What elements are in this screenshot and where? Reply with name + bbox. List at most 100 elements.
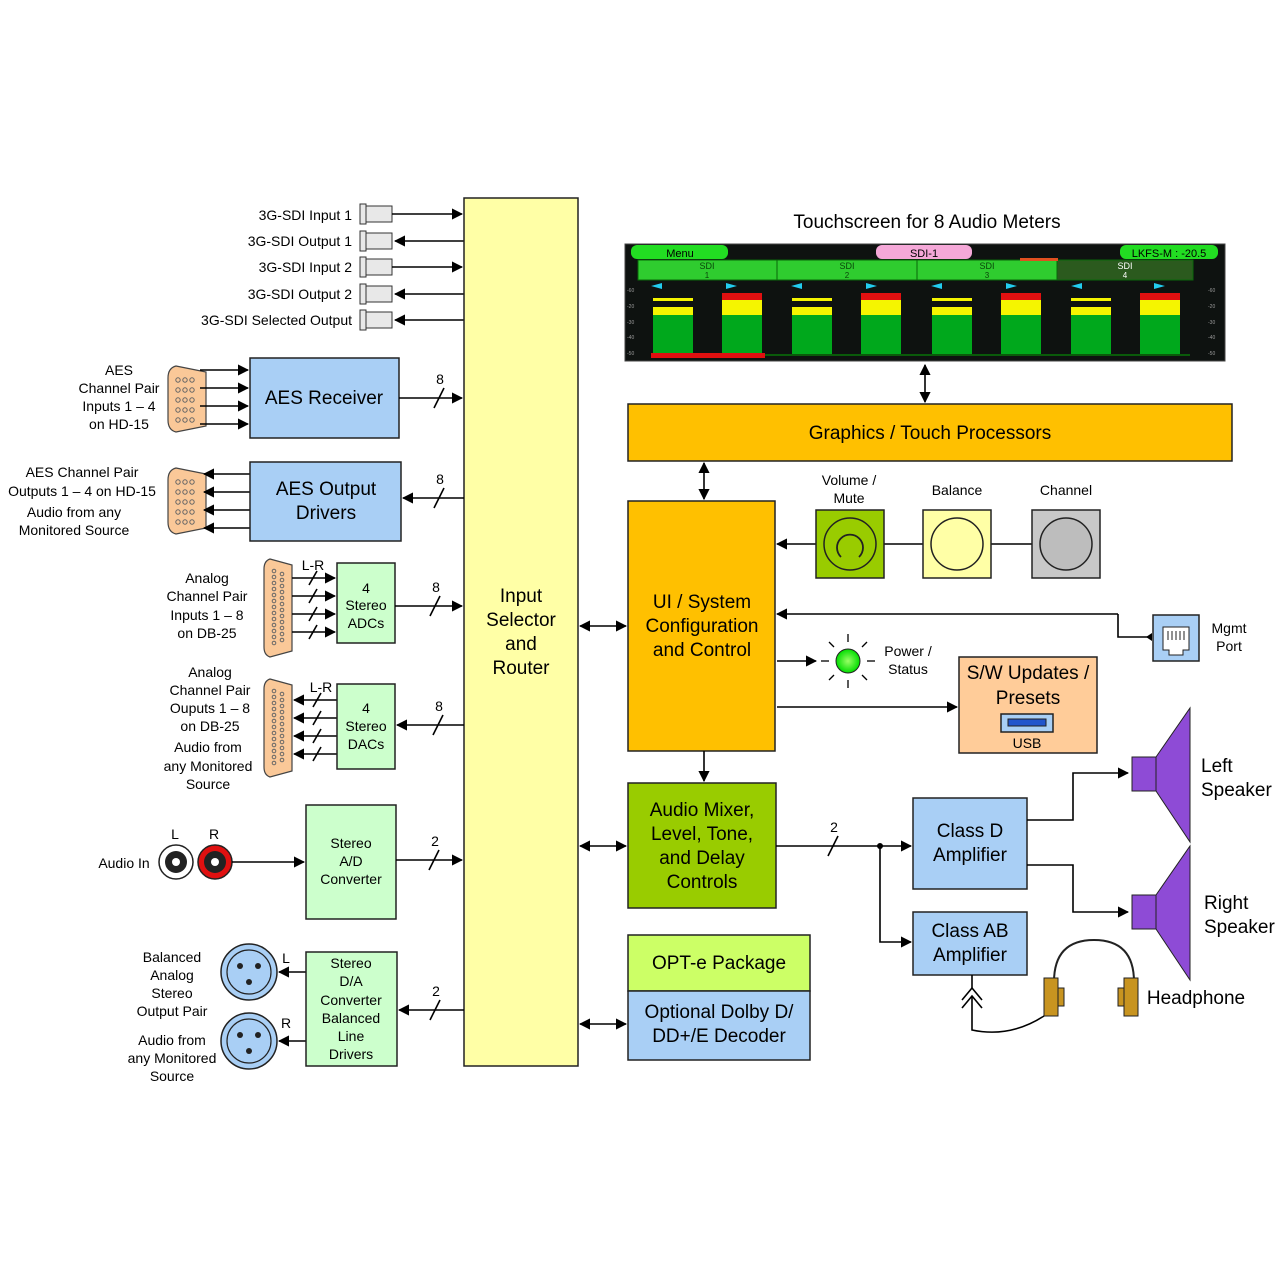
tab-sdi-2-num: 2 [845,271,850,280]
analog-out-lr: L-R [310,679,333,695]
bal-l: L [282,950,290,966]
da-line-1: Stereo [330,955,371,971]
sdi-label-2: 3G-SDI Output 1 [248,233,352,249]
ethernet-port-icon[interactable] [1152,614,1200,662]
tab-sdi-4[interactable]: SDI 4 [1056,259,1194,281]
tab-sdi-3-name: SDI [979,261,994,271]
audio-meter-2 [722,283,762,355]
analog-out-label-7: Source [186,776,231,792]
menu-button[interactable] [631,245,728,259]
analog-input-section: Analog Channel Pair Inputs 1 – 8 on DB-2… [167,557,464,658]
ui-system-control: UI / System Configuration and Control [578,500,776,783]
bal-label-1: Balanced [143,949,201,965]
ui-line-2: Configuration [645,616,758,637]
aes-out-label-2: Outputs 1 – 4 on HD-15 [8,483,156,499]
bal-bus-width: 2 [432,983,440,999]
da-line-3: Converter [320,992,382,1008]
ad-line-1: Stereo [330,835,371,851]
lkfs-label: LKFS-M : -20.5 [1132,248,1207,260]
usb-label: USB [1013,735,1042,751]
scale-right-2: -30 [1208,320,1215,326]
usb-port-icon[interactable] [1000,713,1054,733]
bal-label-7: Source [150,1068,195,1084]
analog-out-label-3: Ouputs 1 – 8 [170,700,250,716]
class-d-amplifier: Class D Amplifier [912,767,1130,918]
right-speaker-line-2: Speaker [1204,917,1275,938]
tab-sdi-2[interactable]: SDI 2 [776,259,918,281]
bal-label-6: any Monitored [128,1050,217,1066]
tab-sdi-1[interactable]: SDI 1 [637,259,778,281]
aes-receiver-label: AES Receiver [265,388,384,409]
bnc-connector-icon [359,203,393,225]
mixer-line-2: Level, Tone, [651,824,753,845]
volume-label-2: Mute [833,490,864,506]
power-status-section: Power / Status [777,634,932,688]
audio-in-l: L [171,826,179,842]
xlr-connector-icon [220,943,278,1001]
aes-out-label-1: AES Channel Pair [26,464,139,480]
menu-label: Menu [666,248,694,260]
sw-line-1: S/W Updates / [967,663,1090,684]
tab-sdi-3-num: 3 [985,271,990,280]
audio-meter-7 [1071,283,1111,355]
aes-out-label-4: Monitored Source [19,522,130,538]
adc-line-1: 4 [362,580,370,596]
router-line-1: Input [500,586,543,607]
source-badge[interactable] [876,245,972,259]
overload-bar [651,353,765,358]
aes-output-section: AES Channel Pair Outputs 1 – 4 on HD-15 … [8,461,464,542]
analog-out-bus-width: 8 [435,698,443,714]
db25-connector-icon [263,678,293,778]
dolby-line-2: DD+/E Decoder [652,1026,786,1047]
scale-right-1: -20 [1208,304,1215,310]
sdi-label-1: 3G-SDI Input 1 [259,207,353,223]
tab-sdi-4-name: SDI [1117,261,1132,271]
bal-label-3: Stereo [151,985,192,1001]
input-selector-router: Input Selector and Router [463,197,579,1067]
analog-in-label-4: on DB-25 [177,625,236,641]
meter-scale-left: -60 -20 -30 -40 -50 [627,288,634,357]
meter-scale-right: -60 -20 -30 -40 -50 [1208,288,1215,357]
analog-out-label-1: Analog [188,664,232,680]
da-line-5: Line [338,1028,365,1044]
aes-input-section: AES Channel Pair Inputs 1 – 4 on HD-15 A… [79,357,464,439]
da-line-4: Balanced [322,1010,380,1026]
ad-line-3: Converter [320,871,382,887]
tab-sdi-1-num: 1 [705,271,710,280]
sdi-label-5: 3G-SDI Selected Output [201,312,352,328]
mgmt-label-2: Port [1216,638,1242,654]
bnc-connector-icon [359,309,393,331]
audio-meter-5 [931,283,972,355]
hd15-connector-icon [167,365,207,433]
bnc-connector-icon [359,283,393,305]
aes-in-label-1: AES [105,362,133,378]
tab-sdi-3[interactable]: SDI 3 [916,259,1058,281]
right-speaker-line-1: Right [1204,893,1249,914]
volume-knob-icon[interactable] [815,509,885,579]
analog-in-label-3: Inputs 1 – 8 [170,607,243,623]
tab-sdi-2-name: SDI [839,261,854,271]
channel-knob-icon[interactable] [1031,509,1101,579]
audio-in-r: R [209,826,219,842]
power-label-1: Power / [884,643,932,659]
aes-drivers-line-1: AES Output [276,479,377,500]
touchscreen-title: Touchscreen for 8 Audio Meters [793,212,1060,233]
audio-mixer: Audio Mixer, Level, Tone, and Delay Cont… [578,782,913,948]
touchscreen-display[interactable]: Menu SDI-1 LKFS-M : -20.5 SDI 1 SDI 2 SD… [624,243,1226,362]
scale-left-2: -30 [627,320,634,326]
audio-meter-6 [1001,283,1041,355]
channel-label: Channel [1040,482,1092,498]
tab-sdi-1-name: SDI [699,261,714,271]
db25-connector-icon [263,558,293,658]
balance-knob-icon[interactable] [922,509,992,579]
dolby-line-1: Optional Dolby D/ [645,1002,795,1023]
router-line-4: Router [492,658,550,679]
audio-in-bus-width: 2 [431,833,439,849]
analog-in-lr: L-R [302,557,325,573]
mixer-line-3: and Delay [659,848,745,869]
sdi-label-4: 3G-SDI Output 2 [248,286,352,302]
aes-in-label-3: Inputs 1 – 4 [82,398,155,414]
sdi-connectors: 3G-SDI Input 1 3G-SDI Output 1 3G-SDI In… [201,203,464,331]
scale-left-4: -50 [627,351,634,357]
